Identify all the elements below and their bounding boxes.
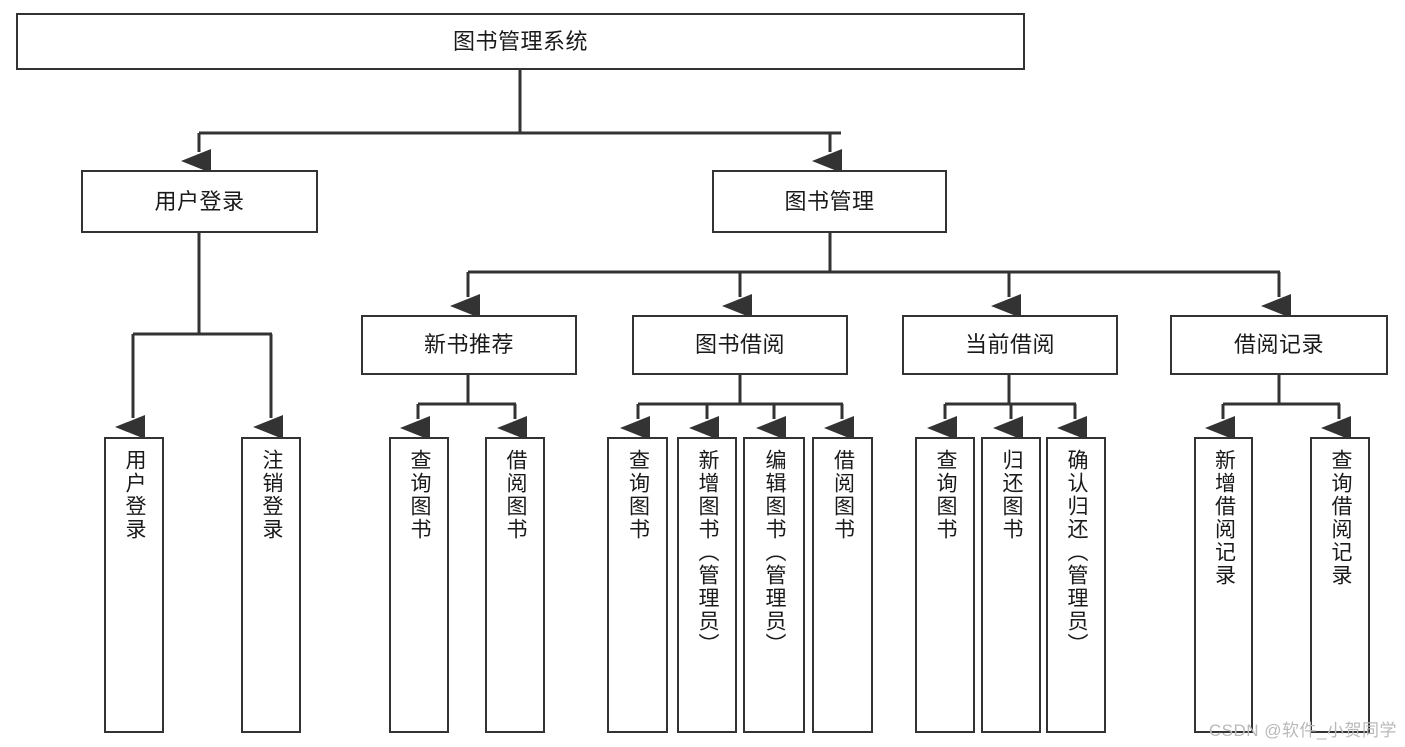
leaf-borrow-book-2[interactable]: 借阅图书	[812, 437, 873, 733]
leaf-query-borrow-record[interactable]: 查询借阅记录	[1310, 437, 1370, 733]
leaf-add-book-admin[interactable]: 新增图书（管理员）	[677, 437, 737, 733]
node-book-management[interactable]: 图书管理	[712, 170, 947, 233]
node-root-label: 图书管理系统	[452, 28, 588, 54]
leaf-query-book-2[interactable]: 查询图书	[607, 437, 668, 733]
leaf-query-book-1[interactable]: 查询图书	[389, 437, 449, 733]
node-book-borrow-label: 图书借阅	[694, 332, 785, 358]
leaf-borrow-book-1[interactable]: 借阅图书	[485, 437, 545, 733]
leaf-edit-book-admin-label: 编辑图书（管理员）	[763, 449, 787, 656]
leaf-query-book-3[interactable]: 查询图书	[915, 437, 975, 733]
node-borrow-records[interactable]: 借阅记录	[1170, 315, 1388, 375]
leaf-return-book-label: 归还图书	[1000, 449, 1024, 541]
leaf-user-login-label: 用户登录	[123, 449, 147, 541]
leaf-borrow-book-1-label: 借阅图书	[504, 449, 528, 541]
leaf-query-book-3-label: 查询图书	[934, 449, 958, 541]
leaf-query-borrow-record-label: 查询借阅记录	[1329, 449, 1353, 587]
connectors	[115, 70, 1351, 440]
node-borrow-records-label: 借阅记录	[1233, 332, 1324, 358]
leaf-user-logout-label: 注销登录	[260, 449, 284, 541]
leaf-query-book-1-label: 查询图书	[408, 449, 432, 541]
node-user-login[interactable]: 用户登录	[81, 170, 318, 233]
node-root[interactable]: 图书管理系统	[16, 13, 1025, 70]
leaf-confirm-return-admin-label: 确认归还（管理员）	[1065, 449, 1089, 656]
watermark: CSDN @软件_小贺同学	[1208, 721, 1397, 740]
leaf-add-borrow-record[interactable]: 新增借阅记录	[1194, 437, 1253, 733]
leaf-query-book-2-label: 查询图书	[626, 449, 650, 541]
node-new-book-recommend-label: 新书推荐	[423, 332, 514, 358]
leaf-borrow-book-2-label: 借阅图书	[831, 449, 855, 541]
leaf-user-logout[interactable]: 注销登录	[241, 437, 301, 733]
leaf-edit-book-admin[interactable]: 编辑图书（管理员）	[743, 437, 805, 733]
node-book-management-label: 图书管理	[784, 188, 875, 214]
node-new-book-recommend[interactable]: 新书推荐	[361, 315, 577, 375]
node-current-borrow-label: 当前借阅	[964, 332, 1055, 358]
leaf-add-book-admin-label: 新增图书（管理员）	[696, 449, 720, 656]
leaf-confirm-return-admin[interactable]: 确认归还（管理员）	[1046, 437, 1106, 733]
leaf-user-login[interactable]: 用户登录	[104, 437, 164, 733]
node-current-borrow[interactable]: 当前借阅	[902, 315, 1118, 375]
node-book-borrow[interactable]: 图书借阅	[632, 315, 848, 375]
node-user-login-label: 用户登录	[154, 188, 245, 214]
leaf-add-borrow-record-label: 新增借阅记录	[1212, 449, 1236, 587]
leaf-return-book[interactable]: 归还图书	[981, 437, 1041, 733]
